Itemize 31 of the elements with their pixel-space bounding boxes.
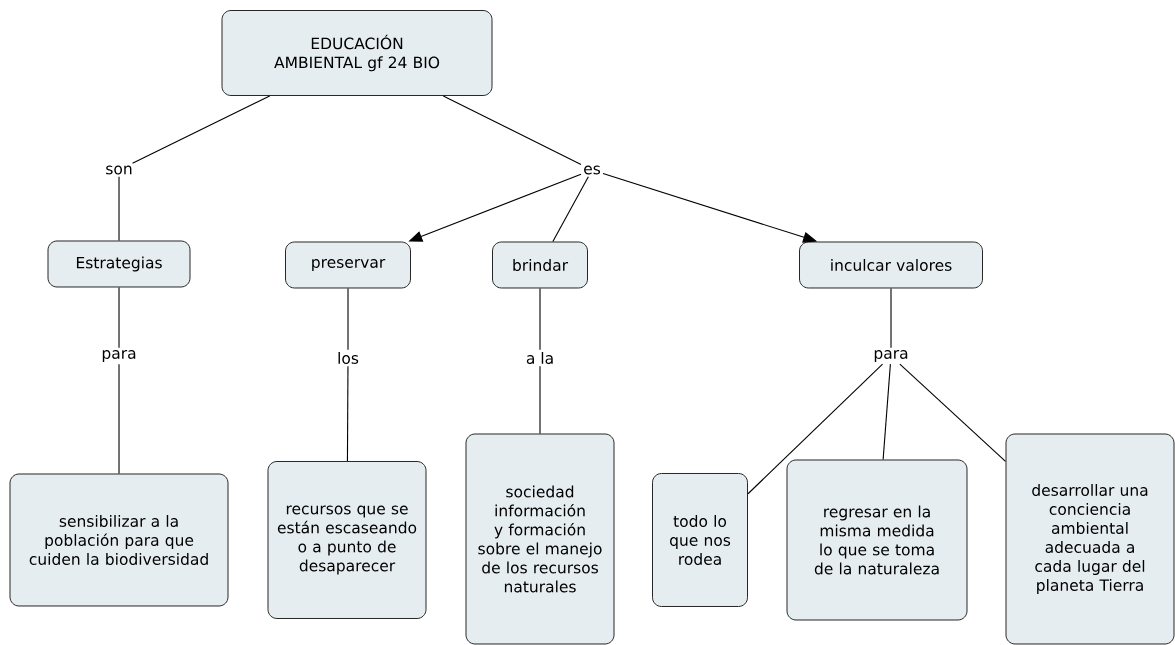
concept-box: brindar bbox=[492, 241, 588, 289]
connector-line bbox=[890, 287, 892, 349]
concept-box: inculcar valores bbox=[799, 241, 983, 289]
connector-line bbox=[118, 363, 120, 475]
concept-box: sociedad información y formación sobre el manejo de los recursos naturales bbox=[465, 433, 615, 645]
linking-word: para bbox=[99, 348, 139, 364]
connector-line bbox=[118, 286, 120, 349]
connector-line bbox=[442, 95, 582, 166]
concept-box: sensibilizar a la población para que cuiden la biodiversidad bbox=[9, 473, 229, 607]
concept-box: preservar bbox=[285, 241, 411, 289]
connector-line bbox=[539, 365, 541, 435]
linking-word: a la bbox=[523, 350, 557, 366]
concept-box: recursos que se están escaseando o a punto de desaparecer bbox=[267, 461, 427, 619]
concept-box: todo lo que nos rodea bbox=[652, 473, 748, 607]
connector-line bbox=[347, 287, 349, 351]
concept-box: EDUCACIÓN AMBIENTAL gf 24 BIO bbox=[221, 10, 493, 96]
connector-line bbox=[539, 287, 541, 351]
connector-line bbox=[132, 95, 271, 164]
concept-box: regresar en la misma medida lo que se toma de la naturaleza bbox=[786, 459, 968, 621]
concept-box: Estrategias bbox=[47, 240, 191, 288]
linking-word: son bbox=[103, 163, 135, 177]
linking-word: es bbox=[581, 163, 603, 177]
concept-box: desarrollar una conciencia ambiental adecuada a cada lugar del planeta Tierra bbox=[1005, 433, 1175, 645]
linking-word: los bbox=[335, 350, 361, 366]
connector-line bbox=[747, 363, 884, 495]
connector-line bbox=[346, 365, 349, 462]
connector-line bbox=[899, 363, 1007, 462]
linking-word: para bbox=[871, 348, 911, 364]
connector-line bbox=[552, 176, 589, 243]
connector-line bbox=[118, 176, 120, 242]
connector-line bbox=[882, 363, 891, 461]
